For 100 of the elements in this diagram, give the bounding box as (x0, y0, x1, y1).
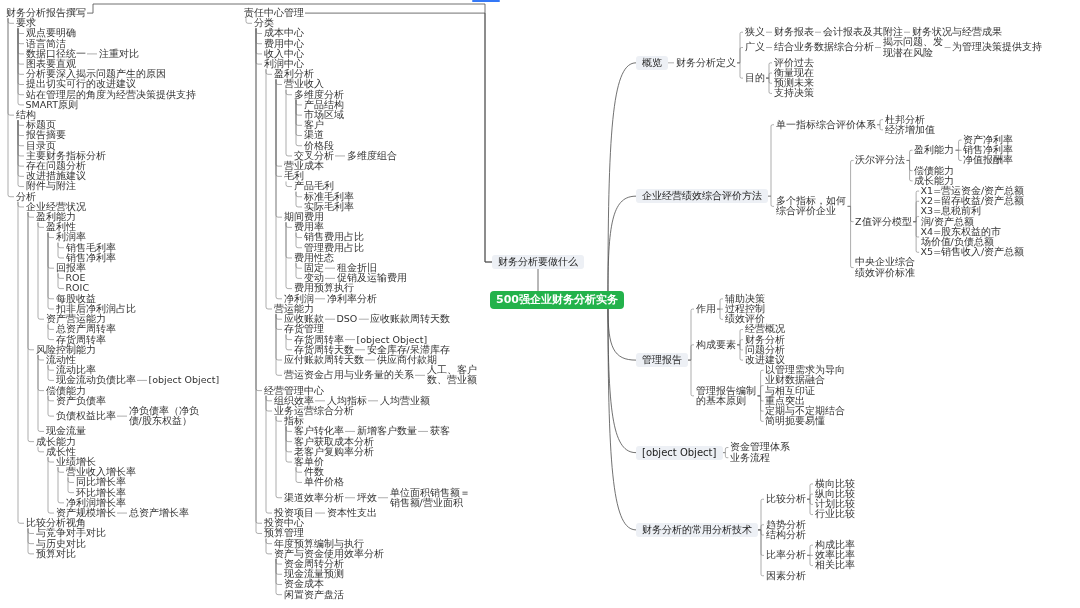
topic-text: 风险控制能力 (34, 344, 98, 355)
topic-text: [object Object] (147, 375, 221, 386)
topic-text: 资本性支出 (325, 507, 379, 519)
tree-connector (295, 232, 303, 249)
topic-text: 业绩增长 (54, 456, 98, 468)
topic-text: 客户 (302, 120, 326, 131)
bracket-line (765, 77, 773, 94)
topic-text: 资产营运能力 (44, 314, 108, 325)
connector-line (344, 497, 356, 499)
connector-line (944, 47, 951, 48)
topic-text: 营运能力 (272, 303, 316, 315)
topic-text: 年度预算编制与执行 (272, 538, 366, 549)
topic-text: 比较分析视角 (24, 518, 88, 529)
tree-connector (47, 364, 55, 381)
topic-text: 资产净利率 (961, 134, 1015, 146)
topic-text: 客单价 (292, 456, 326, 468)
topic-text: 观点要明确 (24, 28, 78, 39)
topic-text: 为管理决策提供支持 (950, 42, 1044, 53)
topic-text: DSO (335, 314, 360, 325)
topic-text: 总资产周转率 (54, 324, 118, 335)
topic-text: 资金成本 (282, 579, 326, 590)
bracket-line (955, 139, 962, 151)
bracket-line (757, 385, 764, 397)
tree-connector (275, 79, 283, 300)
bracket-line (722, 447, 729, 453)
topic-text: 供应商付款期 (375, 354, 439, 366)
topic-text: 渠道 (302, 130, 326, 141)
topic-text: 多维度组合 (345, 150, 399, 162)
topic-text: 业务流程 (728, 452, 772, 463)
tree-connector (37, 221, 45, 320)
topic-text: 标题页 (24, 120, 58, 131)
topic-text: 存货周转天数 (292, 344, 356, 355)
topic-text: 业务运营综合分析 (272, 405, 356, 417)
topic-text: 应收账款 (282, 314, 326, 325)
topic-text: 成长能力 (34, 436, 78, 447)
connector-line (367, 400, 379, 402)
topic-text: 投资中心 (262, 518, 306, 529)
topic-text: 人工、客户数、营业额 (425, 365, 478, 386)
topic-text: 重点突出 (763, 395, 807, 407)
tree-connector (275, 415, 283, 499)
topic-text: 分类 (252, 18, 276, 29)
topic-text: 财务分析定义 (674, 57, 738, 68)
topic-text: X3=息税前利润/资产总额 (919, 206, 984, 227)
elbow-connector (304, 12, 493, 263)
connector-line (903, 31, 911, 33)
tree-connector (37, 354, 45, 432)
topic-text: 净利率分析 (325, 293, 379, 304)
topic-text: 租金折旧 (335, 263, 379, 274)
topic-text: 经营概况 (743, 324, 787, 335)
topic-text: 闲置资产盘活 (282, 589, 346, 600)
topic-text: 揭示问题、发现潜在风险 (881, 37, 945, 58)
topic-text: 预测未来 (772, 78, 816, 89)
topic-text: 营业收入 (282, 79, 326, 90)
topic-text: 计划比较 (813, 499, 857, 510)
topic-text: 产品毛利 (292, 181, 336, 192)
topic-text: 坪效 (355, 492, 379, 503)
topic-text: 市场区域 (302, 110, 346, 121)
tree-connector (7, 17, 15, 198)
topic-text: 评价过去 (772, 57, 816, 68)
connector-line (344, 431, 356, 432)
tree-connector (27, 211, 35, 442)
topic-text: 净值报酬率 (961, 155, 1015, 166)
topic-text: 偿债能力 (912, 165, 956, 176)
tree-connector (37, 446, 45, 453)
connector-line (334, 155, 346, 157)
topic-text: 多维度分析 (292, 89, 346, 100)
tree-connector (47, 324, 55, 340)
topic-text: 主要财务指标分析 (24, 150, 108, 162)
topic-text: 与竞争对手对比 (34, 528, 108, 539)
bracket-line (767, 195, 775, 207)
topic-text: 同比增长率 (74, 477, 128, 488)
topic-text: 扣非后净利润占比 (54, 303, 138, 315)
bracket-line (806, 498, 814, 515)
topic-text: 财务分析 (743, 334, 787, 345)
bracket-line (806, 493, 814, 500)
bracket-line (687, 344, 695, 361)
topic-text: 期间费用 (282, 212, 326, 223)
connector-line (324, 278, 336, 279)
topic-text: 绩效评价 (723, 314, 767, 325)
topic-text: 衡量现在 (772, 67, 816, 79)
topic-text: 营业成本 (282, 161, 326, 172)
bracket-line (847, 206, 854, 268)
topic-text: 总资产增长率 (127, 507, 191, 519)
topic-text: 附件与附注 (24, 181, 78, 192)
tree-connector (245, 17, 253, 24)
topic-text: 回报率 (54, 263, 88, 274)
topic-text: 结合业务数据综合分析 (772, 42, 876, 53)
main-topic: 管理报告 (636, 353, 689, 368)
topic-text: 辅助决策 (723, 293, 767, 304)
topic-text: 促销及运输费用 (335, 273, 409, 284)
tree-connector (285, 426, 293, 463)
main-topic: 企业经营绩效综合评价方法 (636, 189, 769, 204)
topic-text: 营运资金占用与业务量的关系 (282, 370, 416, 381)
main-topic: 财务分析的常用分析技术 (636, 522, 759, 537)
topic-text: 资产与资金使用效率分析 (272, 548, 386, 559)
topic-text: 预算管理 (262, 528, 306, 539)
bracket-line (757, 524, 765, 531)
tree-connector (17, 201, 25, 524)
topic-text: 客户转化率 (292, 426, 346, 437)
topic-text: 现金流量预测 (282, 569, 346, 580)
